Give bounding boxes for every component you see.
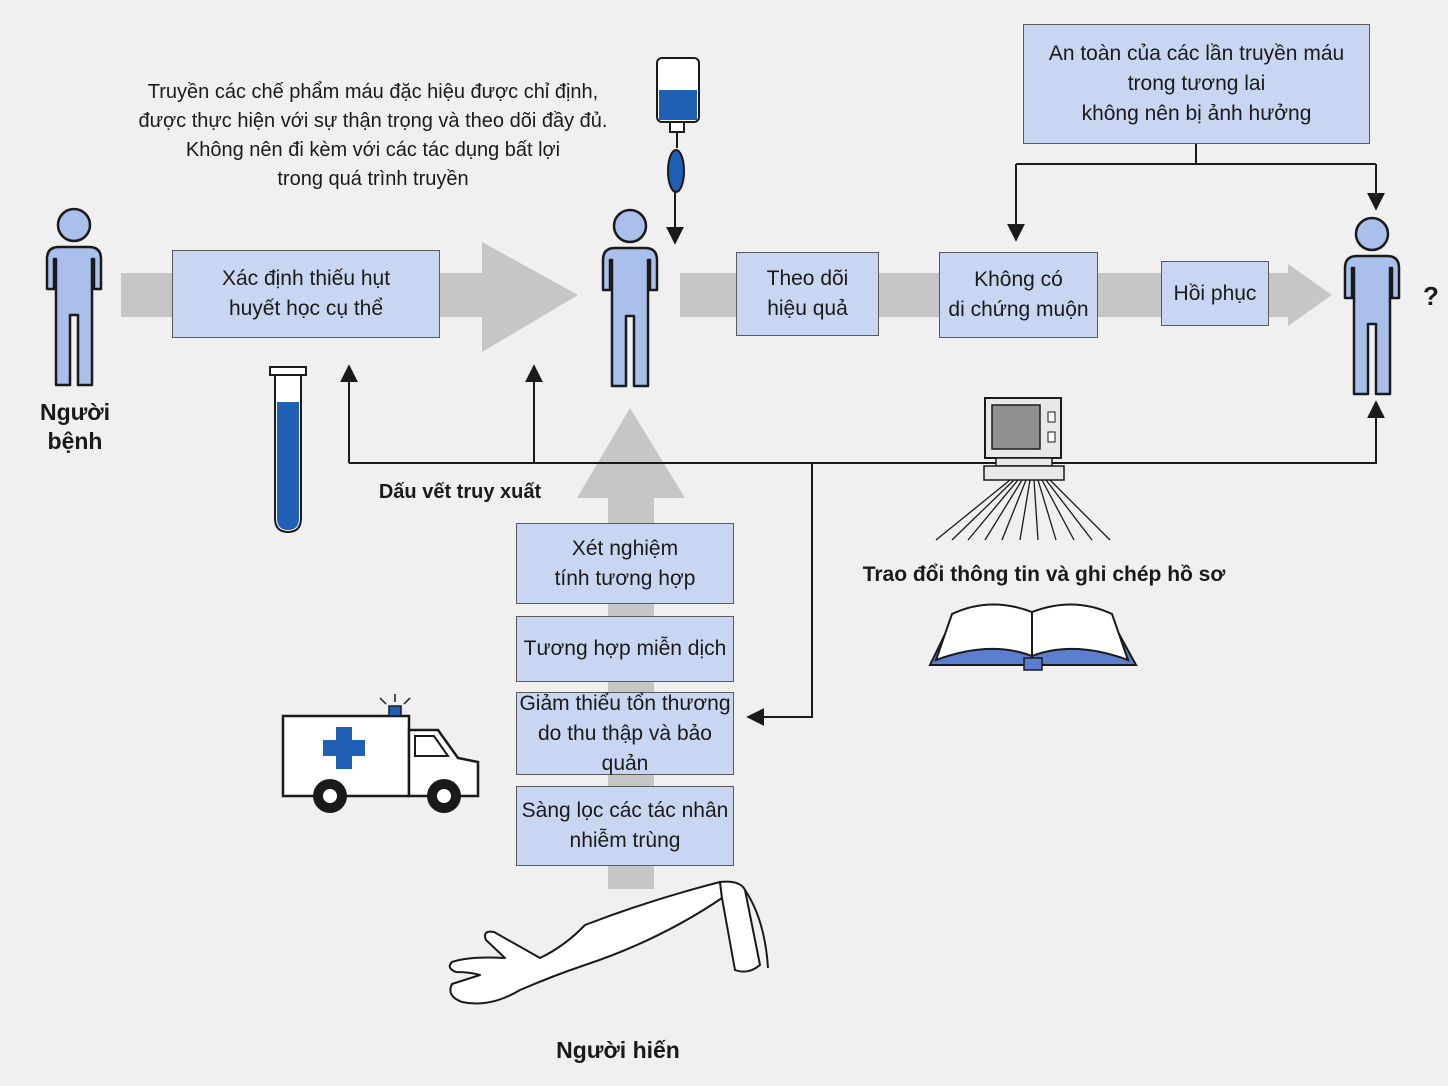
communication-label: Trao đổi thông tin và ghi chép hồ sơ	[862, 563, 1226, 586]
transfusion-note: Truyền các chế phẩm máu đặc hiệu được ch…	[138, 81, 608, 190]
ambulance-icon	[281, 694, 480, 813]
immune-compat-box: Tương hợp miễn dịch	[516, 616, 734, 682]
recipient-person-icon	[601, 208, 659, 388]
computer-icon	[935, 397, 1111, 541]
question-mark: ?	[1423, 281, 1439, 311]
iv-bag-icon	[656, 57, 700, 193]
test-tube-icon	[269, 366, 307, 534]
patient-label: Người bệnh	[39, 399, 111, 454]
no-sequelae-box: Không có di chứng muộn	[939, 252, 1098, 338]
outcome-person-icon	[1343, 216, 1401, 396]
book-icon	[928, 603, 1138, 671]
deficit-box: Xác định thiếu hụt huyết học cụ thể	[172, 250, 440, 338]
screening-box: Sàng lọc các tác nhân nhiễm trùng	[516, 786, 734, 866]
future-safety-box: An toàn của các lần truyền máu trong tươ…	[1023, 24, 1370, 144]
arm-icon	[448, 880, 769, 1005]
minimize-damage-box: Giảm thiểu tổn thương do thu thập và bảo…	[516, 692, 734, 775]
traceability-lines	[340, 144, 1385, 726]
traceability-label: Dấu vết truy xuất	[378, 481, 542, 503]
monitor-box: Theo dõi hiệu quả	[736, 252, 879, 336]
compat-test-box: Xét nghiệm tính tương hợp	[516, 523, 734, 604]
donor-label: Người hiến	[556, 1037, 680, 1063]
patient-person-icon	[45, 207, 103, 387]
recovery-box: Hồi phục	[1161, 261, 1269, 326]
